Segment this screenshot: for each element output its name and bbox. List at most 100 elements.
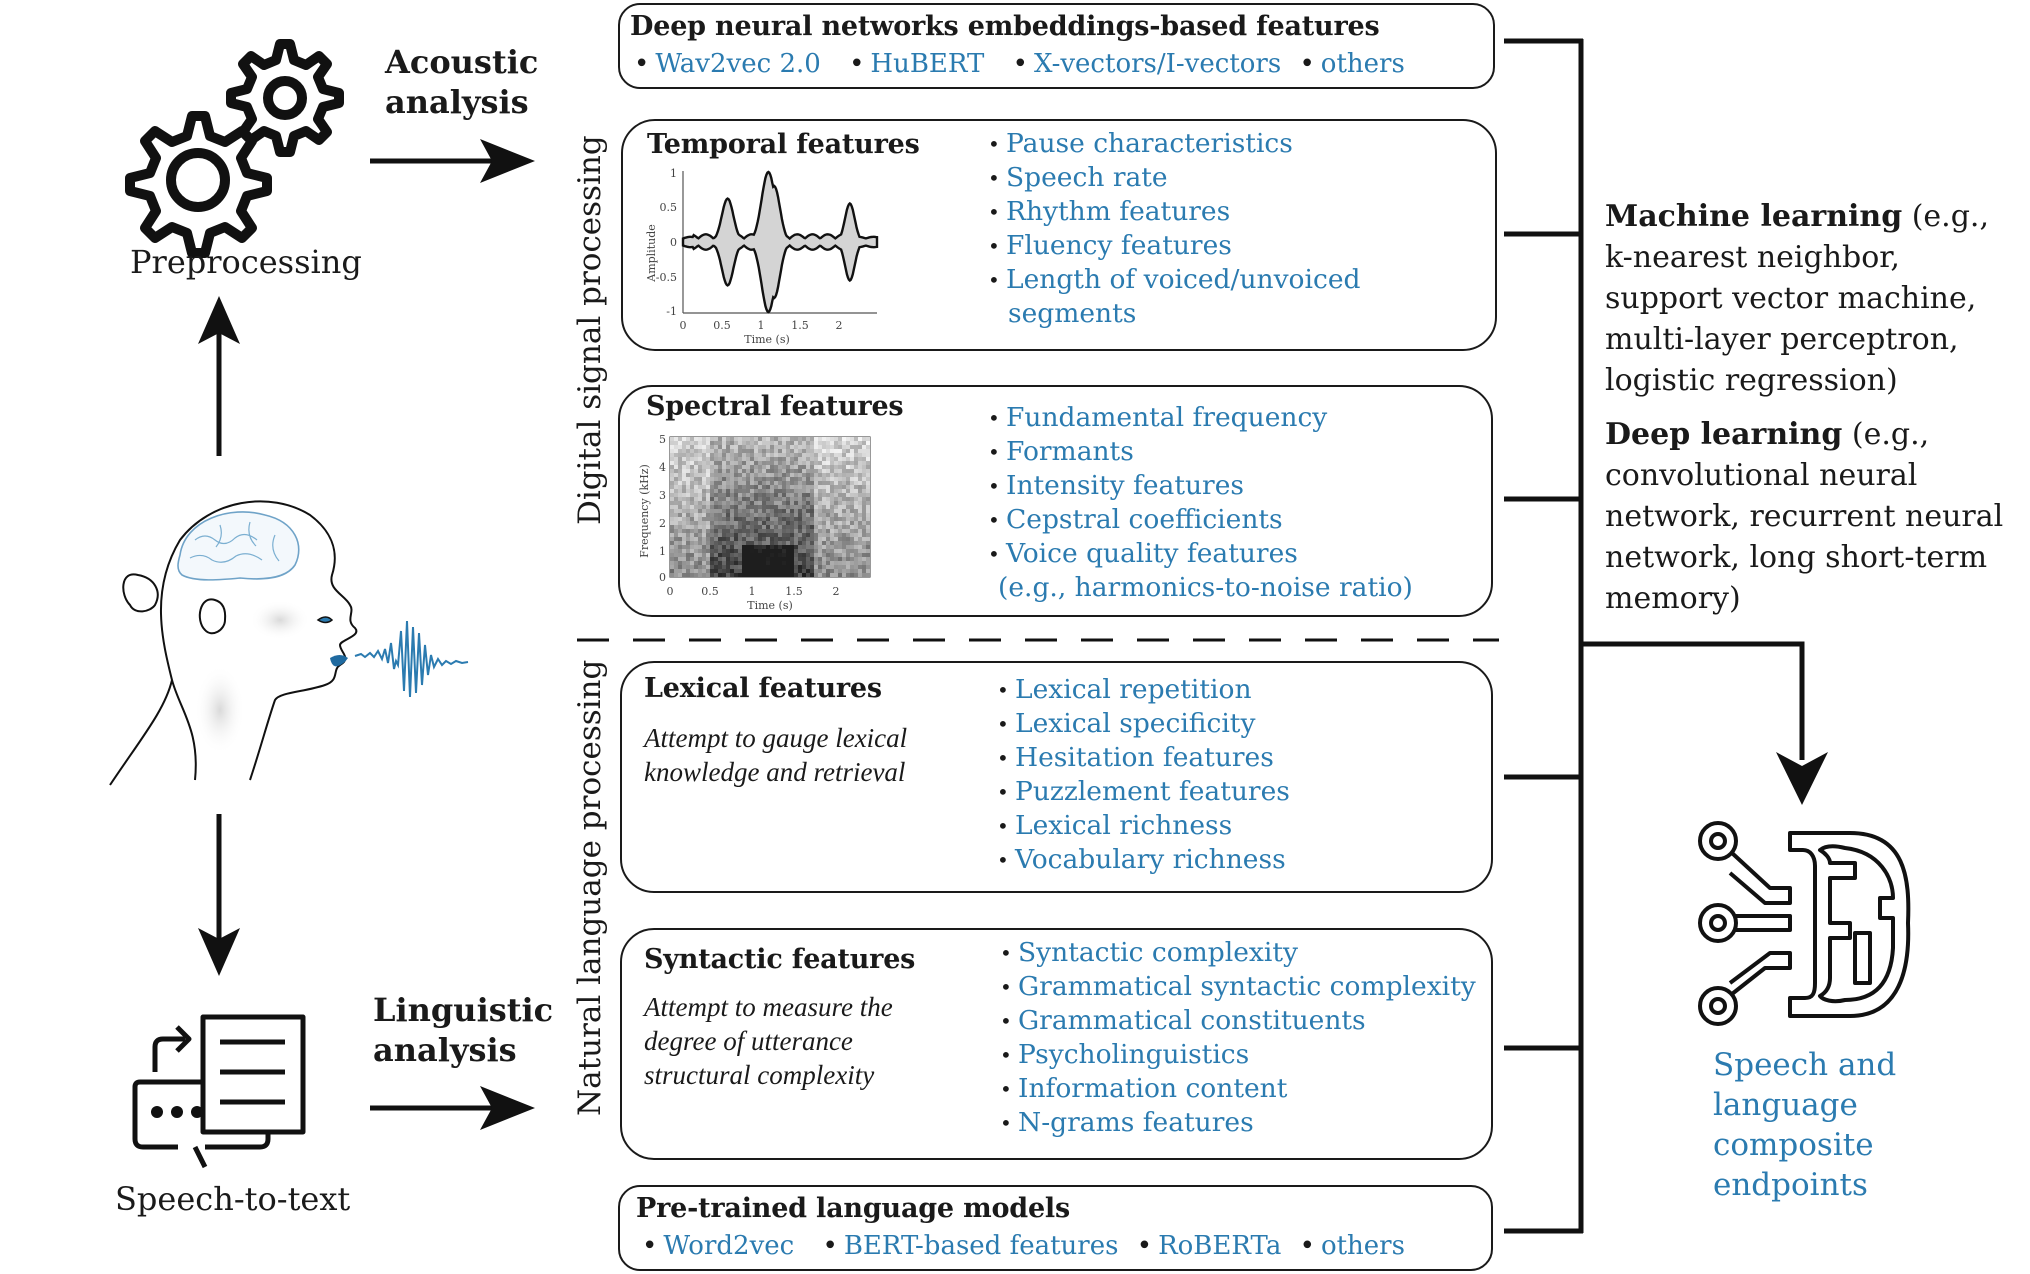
spectrogram-cell [786, 461, 790, 465]
description-line: Attempt to measure the [644, 992, 893, 1022]
spectrogram-cell [734, 529, 738, 533]
spectrogram-cell [702, 557, 706, 561]
spectrogram-cell [674, 437, 678, 441]
spectrogram-cell [826, 561, 830, 565]
spectrogram-cell [798, 525, 802, 529]
spectrogram-cell [834, 501, 838, 505]
spectrogram-cell [670, 465, 674, 469]
spectrogram-xtick: 1 [749, 585, 756, 598]
spectrogram-cell [734, 553, 738, 557]
spectrogram-cell [730, 557, 734, 561]
spectrogram-cell [722, 461, 726, 465]
spectrogram-cell [814, 437, 818, 441]
spectrogram-cell [686, 437, 690, 441]
spectrogram-cell [730, 497, 734, 501]
spectrogram-cell [722, 501, 726, 505]
spectrogram-cell [742, 489, 746, 493]
spectrogram-cell [738, 573, 742, 577]
spectrogram-cell [850, 533, 854, 537]
spectrogram-cell [710, 537, 714, 541]
spectrogram-cell [762, 501, 766, 505]
spectrogram-cell [674, 501, 678, 505]
spectrogram-cell [866, 501, 870, 505]
spectrogram-cell [734, 505, 738, 509]
spectrogram-cell [858, 541, 862, 545]
spectrogram-cell [714, 565, 718, 569]
spectrogram-cell [750, 573, 754, 577]
feature-item: Fluency features [988, 229, 1360, 263]
spectrogram-cell [794, 497, 798, 501]
spectrogram-cell [838, 557, 842, 561]
spectrogram-cell [738, 457, 742, 461]
spectrogram-cell [794, 533, 798, 537]
spectrogram-cell [702, 461, 706, 465]
spectrogram-cell [722, 437, 726, 441]
spectrogram-cell [814, 461, 818, 465]
spectrogram-cell [670, 517, 674, 521]
spectrogram-cell [782, 561, 786, 565]
spectrogram-cell [862, 505, 866, 509]
spectrogram-cell [778, 557, 782, 561]
spectrogram-cell [826, 573, 830, 577]
spectrogram-cell [798, 469, 802, 473]
spectrogram-cell [686, 465, 690, 469]
spectrogram-cell [746, 465, 750, 469]
spectrogram-cell [834, 493, 838, 497]
spectrogram-cell [838, 441, 842, 445]
spectrogram-cell [802, 469, 806, 473]
spectrogram-cell [690, 489, 694, 493]
spectrogram-xtick: 0 [667, 585, 674, 598]
spectrogram-cell [846, 449, 850, 453]
spectrogram-cell [798, 521, 802, 525]
spectrogram-cell [862, 529, 866, 533]
spectrogram-cell [718, 521, 722, 525]
spectrogram-cell [690, 565, 694, 569]
spectrogram-cell [850, 489, 854, 493]
spectrogram-cell [770, 529, 774, 533]
spectrogram-cell [818, 457, 822, 461]
spectrogram-cell [774, 493, 778, 497]
syntactic-features-box: Syntactic features Attempt to measure th… [620, 928, 1493, 1160]
spectrogram-cell [858, 521, 862, 525]
spectrogram-cell [802, 549, 806, 553]
spectrogram-cell [802, 569, 806, 573]
spectrogram-cell [866, 561, 870, 565]
spectrogram-cell [790, 553, 794, 557]
spectrogram-cell [698, 565, 702, 569]
spectrogram-cell [766, 573, 770, 577]
spectrogram-cell [818, 465, 822, 469]
spectrogram-cell [774, 445, 778, 449]
spectrogram-cell [822, 445, 826, 449]
spectrogram-cell [814, 509, 818, 513]
spectrogram-cell [810, 465, 814, 469]
spectrogram-cell [718, 477, 722, 481]
spectrogram-cell [722, 481, 726, 485]
spectrogram-cell [670, 481, 674, 485]
spectrogram-cell [814, 561, 818, 565]
spectrogram-cell [670, 545, 674, 549]
ai-brain-circuit-icon [1698, 821, 1911, 1026]
spectrogram-cell [762, 561, 766, 565]
spectrogram-cell [814, 521, 818, 525]
spectrogram-cell [866, 521, 870, 525]
spectrogram-cell [670, 573, 674, 577]
spectrogram-cell [858, 573, 862, 577]
spectrogram-cell [862, 541, 866, 545]
spectrogram-cell [682, 573, 686, 577]
spectrogram-cell [822, 469, 826, 473]
spectrogram-cell [862, 453, 866, 457]
spectrogram-cell [734, 517, 738, 521]
spectrogram-cell [786, 569, 790, 573]
spectrogram-cell [686, 481, 690, 485]
lexical-feature-list: Lexical repetition Lexical specificity H… [997, 673, 1290, 877]
spectrogram-cell [746, 437, 750, 441]
spectrogram-cell [726, 549, 730, 553]
spectrogram-cell [690, 465, 694, 469]
spectrogram-cell [750, 569, 754, 573]
spectrogram-cell [734, 445, 738, 449]
spectrogram-cell [818, 553, 822, 557]
spectrogram-cell [678, 501, 682, 505]
spectrogram-cell [834, 477, 838, 481]
spectrogram-cell [810, 569, 814, 573]
spectrogram-cell [758, 561, 762, 565]
